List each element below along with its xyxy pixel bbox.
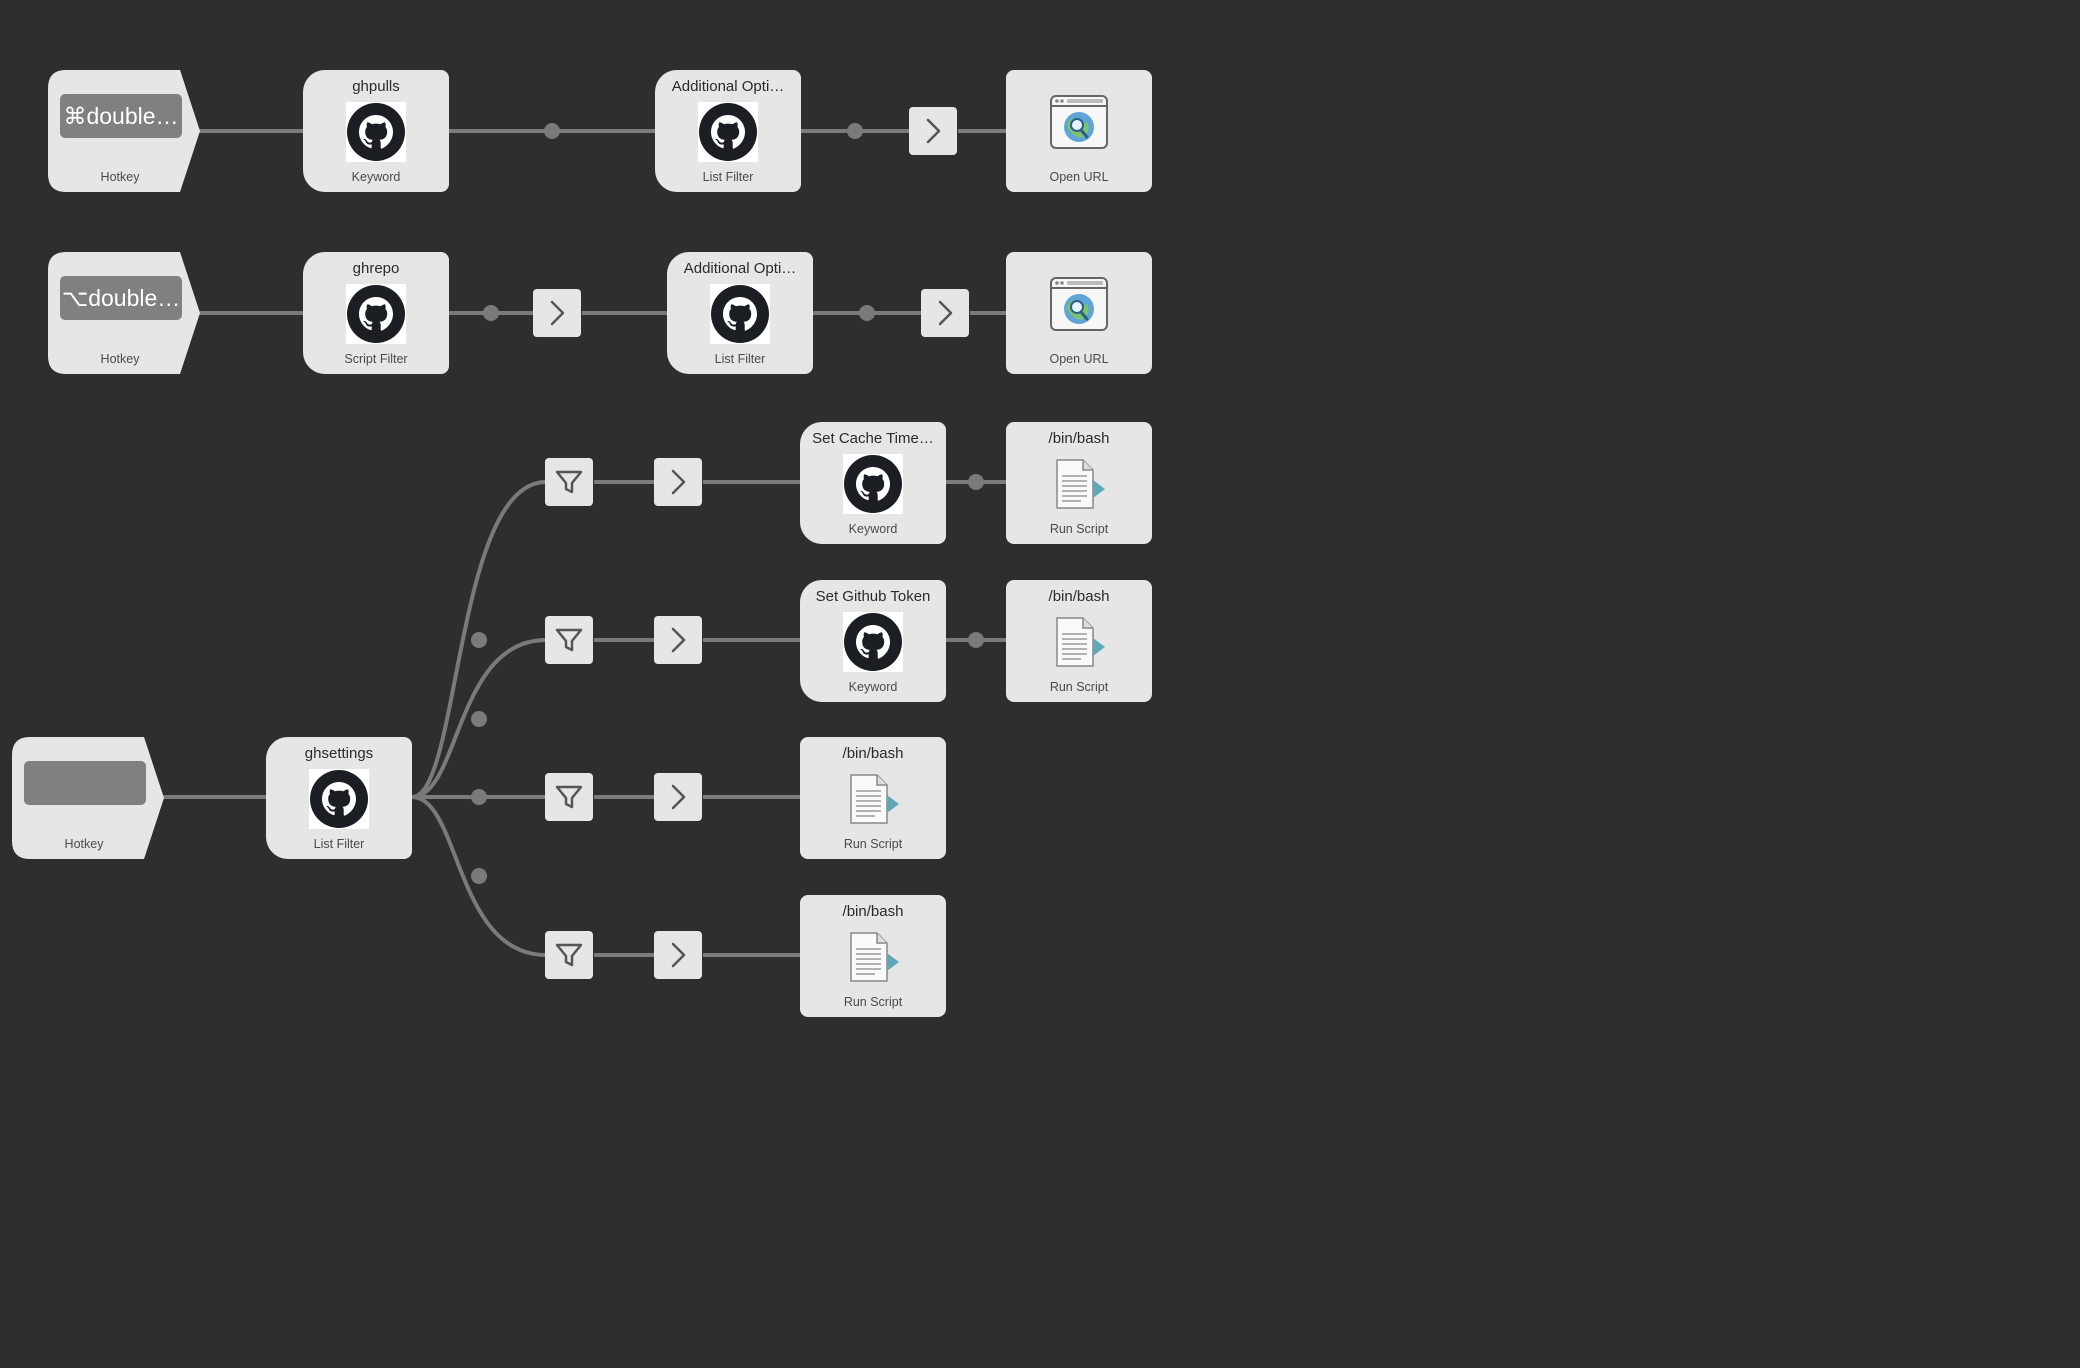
node-title: /bin/bash: [842, 745, 904, 762]
script-document-icon: [850, 932, 899, 982]
node-title: ghpulls: [352, 78, 400, 95]
node-title: Set Cache Time…: [812, 430, 934, 447]
connection-chevron-pulls[interactable]: [909, 107, 957, 155]
hotkey-key-badge: ⌥double…: [60, 276, 182, 320]
node-type-label: List Filter: [702, 170, 754, 184]
funnel-icon: [555, 470, 583, 494]
open-url-node-pulls[interactable]: Open URL: [1006, 70, 1152, 192]
chevron-right-icon: [550, 300, 565, 326]
list-filter-node-ghsettings[interactable]: ghsettings List Filter: [266, 737, 412, 859]
hotkey-key-badge: [24, 761, 146, 805]
connection-chevron-branch-4[interactable]: [654, 931, 702, 979]
node-title: /bin/bash: [1048, 430, 1110, 447]
funnel-icon: [555, 943, 583, 967]
browser-window-icon: [1050, 95, 1108, 149]
node-type-label: Keyword: [848, 522, 898, 536]
node-title: /bin/bash: [1048, 588, 1110, 605]
node-type-label: Run Script: [843, 837, 903, 851]
node-type-label: Run Script: [843, 995, 903, 1009]
node-type-label: Run Script: [1049, 522, 1109, 536]
github-octocat-icon: [843, 612, 903, 672]
condition-filter-branch-1[interactable]: [545, 458, 593, 506]
node-type-label: Keyword: [351, 170, 401, 184]
node-type-label: List Filter: [714, 352, 766, 366]
node-title: Set Github Token: [815, 588, 931, 605]
keyword-node-ghpulls[interactable]: ghpulls Keyword: [303, 70, 449, 192]
run-script-node-branch-4[interactable]: /bin/bash Run Script: [800, 895, 946, 1017]
github-octocat-icon: [346, 284, 406, 344]
connection-chevron-repo-1[interactable]: [533, 289, 581, 337]
condition-filter-branch-3[interactable]: [545, 773, 593, 821]
node-type-label: Open URL: [1049, 170, 1109, 184]
hotkey-key-badge: ⌘double…: [60, 94, 182, 138]
connection-chevron-repo-2[interactable]: [921, 289, 969, 337]
script-document-icon: [850, 774, 899, 824]
list-filter-node-repo-options[interactable]: Additional Opti… List Filter: [667, 252, 813, 374]
chevron-right-icon: [671, 627, 686, 653]
chevron-right-icon: [938, 300, 953, 326]
keyword-node-set-github-token[interactable]: Set Github Token Keyword: [800, 580, 946, 702]
node-type-label: Hotkey: [100, 170, 140, 184]
run-script-node-branch-3[interactable]: /bin/bash Run Script: [800, 737, 946, 859]
connection-chevron-branch-2[interactable]: [654, 616, 702, 664]
node-type-label: Hotkey: [64, 837, 104, 851]
browser-window-icon: [1050, 277, 1108, 331]
funnel-icon: [555, 785, 583, 809]
github-octocat-icon: [710, 284, 770, 344]
hotkey-trigger-pulls[interactable]: ⌘double… Hotkey: [48, 70, 200, 192]
node-type-label: Run Script: [1049, 680, 1109, 694]
list-filter-node-pulls-options[interactable]: Additional Opti… List Filter: [655, 70, 801, 192]
github-octocat-icon: [346, 102, 406, 162]
node-title: ghsettings: [304, 745, 374, 762]
node-type-label: Open URL: [1049, 352, 1109, 366]
github-octocat-icon: [309, 769, 369, 829]
node-title: /bin/bash: [842, 903, 904, 920]
funnel-icon: [555, 628, 583, 652]
script-document-icon: [1056, 617, 1105, 667]
open-url-node-repo[interactable]: Open URL: [1006, 252, 1152, 374]
keyword-node-set-cache-time[interactable]: Set Cache Time… Keyword: [800, 422, 946, 544]
condition-filter-branch-4[interactable]: [545, 931, 593, 979]
chevron-right-icon: [671, 469, 686, 495]
script-document-icon: [1056, 459, 1105, 509]
github-octocat-icon: [698, 102, 758, 162]
chevron-right-icon: [671, 784, 686, 810]
condition-filter-branch-2[interactable]: [545, 616, 593, 664]
node-title: Additional Opti…: [671, 78, 785, 95]
run-script-node-branch-1[interactable]: /bin/bash Run Script: [1006, 422, 1152, 544]
node-type-label: List Filter: [313, 837, 365, 851]
hotkey-trigger-repo[interactable]: ⌥double… Hotkey: [48, 252, 200, 374]
run-script-node-branch-2[interactable]: /bin/bash Run Script: [1006, 580, 1152, 702]
node-title: ghrepo: [352, 260, 400, 277]
node-title: Additional Opti…: [683, 260, 797, 277]
connection-chevron-branch-1[interactable]: [654, 458, 702, 506]
chevron-right-icon: [926, 118, 941, 144]
node-type-label: Script Filter: [344, 352, 408, 366]
hotkey-trigger-settings[interactable]: Hotkey: [12, 737, 164, 859]
github-octocat-icon: [843, 454, 903, 514]
chevron-right-icon: [671, 942, 686, 968]
script-filter-node-ghrepo[interactable]: ghrepo Script Filter: [303, 252, 449, 374]
connection-chevron-branch-3[interactable]: [654, 773, 702, 821]
node-type-label: Hotkey: [100, 352, 140, 366]
node-type-label: Keyword: [848, 680, 898, 694]
